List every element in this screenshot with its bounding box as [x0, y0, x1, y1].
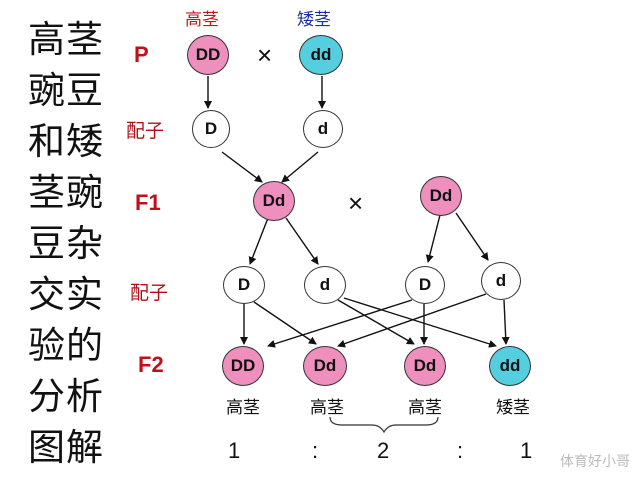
ratio-separator: :	[457, 438, 464, 463]
f2-phenotype: 矮茎	[496, 398, 530, 418]
label-gamete-2: 配子	[130, 282, 169, 304]
ratio-value: 1	[228, 438, 241, 463]
cross-symbol-p: ×	[257, 40, 273, 70]
ratio-separator: :	[312, 438, 319, 463]
gamete-1-node: d	[303, 110, 343, 148]
parent-short-genotype: dd	[299, 35, 343, 75]
f1-node: Dd	[253, 181, 295, 221]
f2-node: Dd	[303, 346, 347, 386]
gamete-2-node: d	[304, 266, 346, 304]
parent-short-label: 矮茎	[297, 10, 331, 30]
label-f2: F2	[138, 352, 164, 377]
parent-tall-label: 高茎	[185, 10, 219, 30]
gamete-2-node: d	[481, 262, 521, 300]
gamete-2-node: D	[405, 266, 445, 304]
ratio-value: 2	[377, 438, 390, 463]
label-p: P	[134, 42, 149, 67]
label-gamete-1: 配子	[126, 120, 165, 142]
f2-phenotype: 高茎	[226, 398, 260, 418]
f2-node: Dd	[404, 346, 446, 386]
f1-node: Dd	[420, 176, 462, 216]
f2-phenotype: 高茎	[408, 398, 442, 418]
f2-node: DD	[222, 346, 264, 386]
ratio-value: 1	[520, 438, 533, 463]
f2-phenotype: 高茎	[310, 398, 344, 418]
diagram-title: 高茎豌豆和矮茎豌豆杂交实验的分析图解	[28, 18, 104, 469]
gamete-1-node: D	[192, 110, 230, 148]
cross-symbol-f1: ×	[348, 188, 364, 218]
gamete-2-node: D	[223, 266, 265, 304]
watermark: 体育好小哥	[560, 454, 630, 470]
parent-tall-genotype: DD	[187, 35, 229, 75]
f2-node: dd	[489, 346, 531, 386]
label-f1: F1	[135, 190, 161, 215]
